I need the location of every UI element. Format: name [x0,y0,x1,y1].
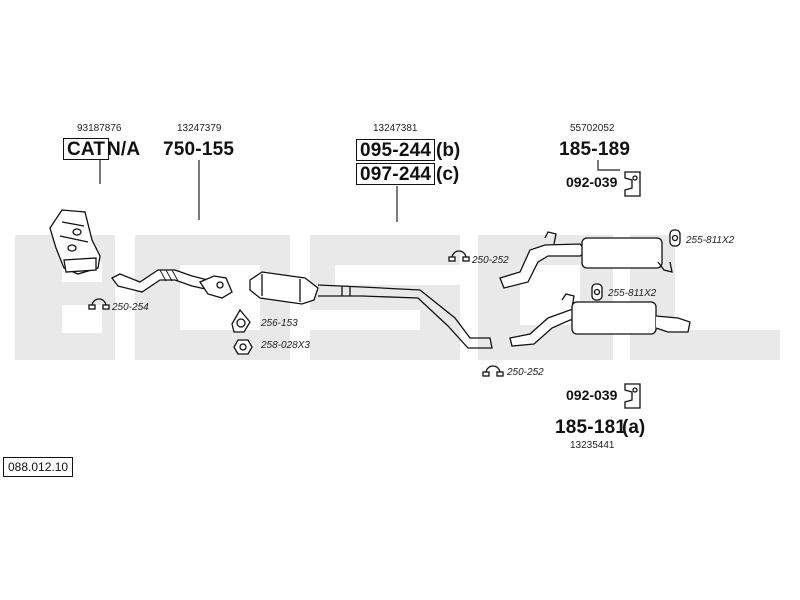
accessory-hanger-upper: 255-811X2 [686,235,735,246]
oem-number-front-pipe: 13247379 [177,123,222,134]
part-middle-b: 095-244 [356,139,436,161]
part-rear-lower: 185-181 [555,417,627,438]
watermark-letter-s [310,235,460,360]
part-front-pipe: 750-155 [163,139,235,160]
part-middle-b-suffix: (b) [436,140,461,161]
accessory-clamp-rear: 250-252 [507,367,544,378]
middle-silencer [249,271,493,349]
part-middle-c-suffix: (c) [436,164,460,185]
clamp-icon [88,298,110,310]
part-middle-c: 097-244 [356,163,436,185]
accessory-gasket: 256-153 [261,318,298,329]
diagram-reference: 088.012.10 [3,457,74,477]
oem-number-rear-upper: 55702052 [570,123,615,134]
rear-silencer-lower [509,293,691,347]
part-rear-upper: 185-189 [559,139,631,160]
hanger-icon [669,229,681,247]
oem-number-rear-lower: 13235441 [570,440,615,451]
gasket [231,308,251,333]
accessory-nut: 258-028X3 [261,340,310,351]
leader-rear-upper [597,160,620,171]
bracket-icon [624,171,641,197]
clamp-icon [448,250,470,262]
part-rear-lower-mount: 092-039 [566,387,618,403]
cat-na: N/A [107,139,141,160]
accessory-clamp-cat: 250-254 [112,302,149,313]
accessory-hanger-lower: 255-811X2 [608,288,657,299]
bracket-icon [624,383,641,409]
rear-silencer-upper [499,231,673,289]
part-rear-upper-mount: 092-039 [566,174,618,190]
oem-number-middle: 13247381 [373,123,418,134]
part-rear-lower-suffix: (a) [622,417,646,438]
catalytic-converter [49,209,101,275]
front-pipe [111,269,233,299]
oem-number-cat: 93187876 [77,123,122,134]
nut [233,339,253,355]
hanger-icon [591,283,603,301]
cat-code: CAT [63,138,110,160]
clamp-icon [482,365,504,377]
accessory-clamp-mid: 250-252 [472,255,509,266]
